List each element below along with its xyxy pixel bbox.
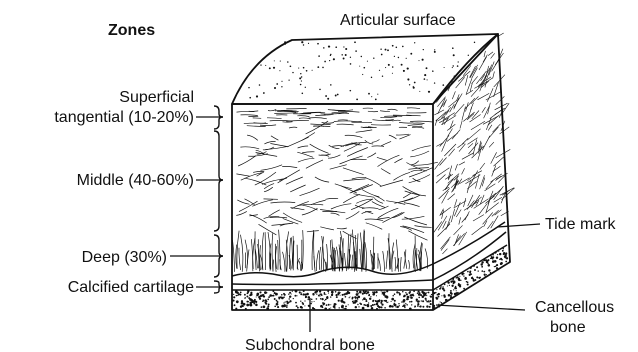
cancellous-label-line2: bone <box>550 319 586 336</box>
front-face-fiber-texture <box>236 108 438 240</box>
deep-label: Deep (30%) <box>82 249 167 266</box>
middle-label: Middle (40-60%) <box>77 172 194 189</box>
leader-lines <box>170 117 540 332</box>
deep-zone-fiber-texture <box>233 230 428 273</box>
calcified-label: Calcified cartilage <box>68 279 194 296</box>
zones-heading: Zones <box>108 22 155 39</box>
calcified-line-front <box>232 280 433 285</box>
block-top-face <box>232 34 498 104</box>
bracket-middle <box>214 131 223 231</box>
zone-brackets <box>214 106 223 293</box>
superficial-label-line1: Superficial <box>119 89 194 106</box>
leader-cancellous <box>436 305 525 310</box>
bone-stipple-texture <box>232 248 508 310</box>
subchondral-label: Subchondral bone <box>245 337 375 352</box>
leader-tide-mark <box>497 224 540 227</box>
tide-mark-label: Tide mark <box>545 216 617 233</box>
side-face-fiber-texture <box>434 33 515 254</box>
cancellous-label-line1: Cancellous <box>535 299 614 316</box>
articular-surface-label: Articular surface <box>340 12 456 29</box>
superficial-label-line2: tangential (10-20%) <box>54 109 194 126</box>
articular-surface-texture <box>248 41 475 100</box>
